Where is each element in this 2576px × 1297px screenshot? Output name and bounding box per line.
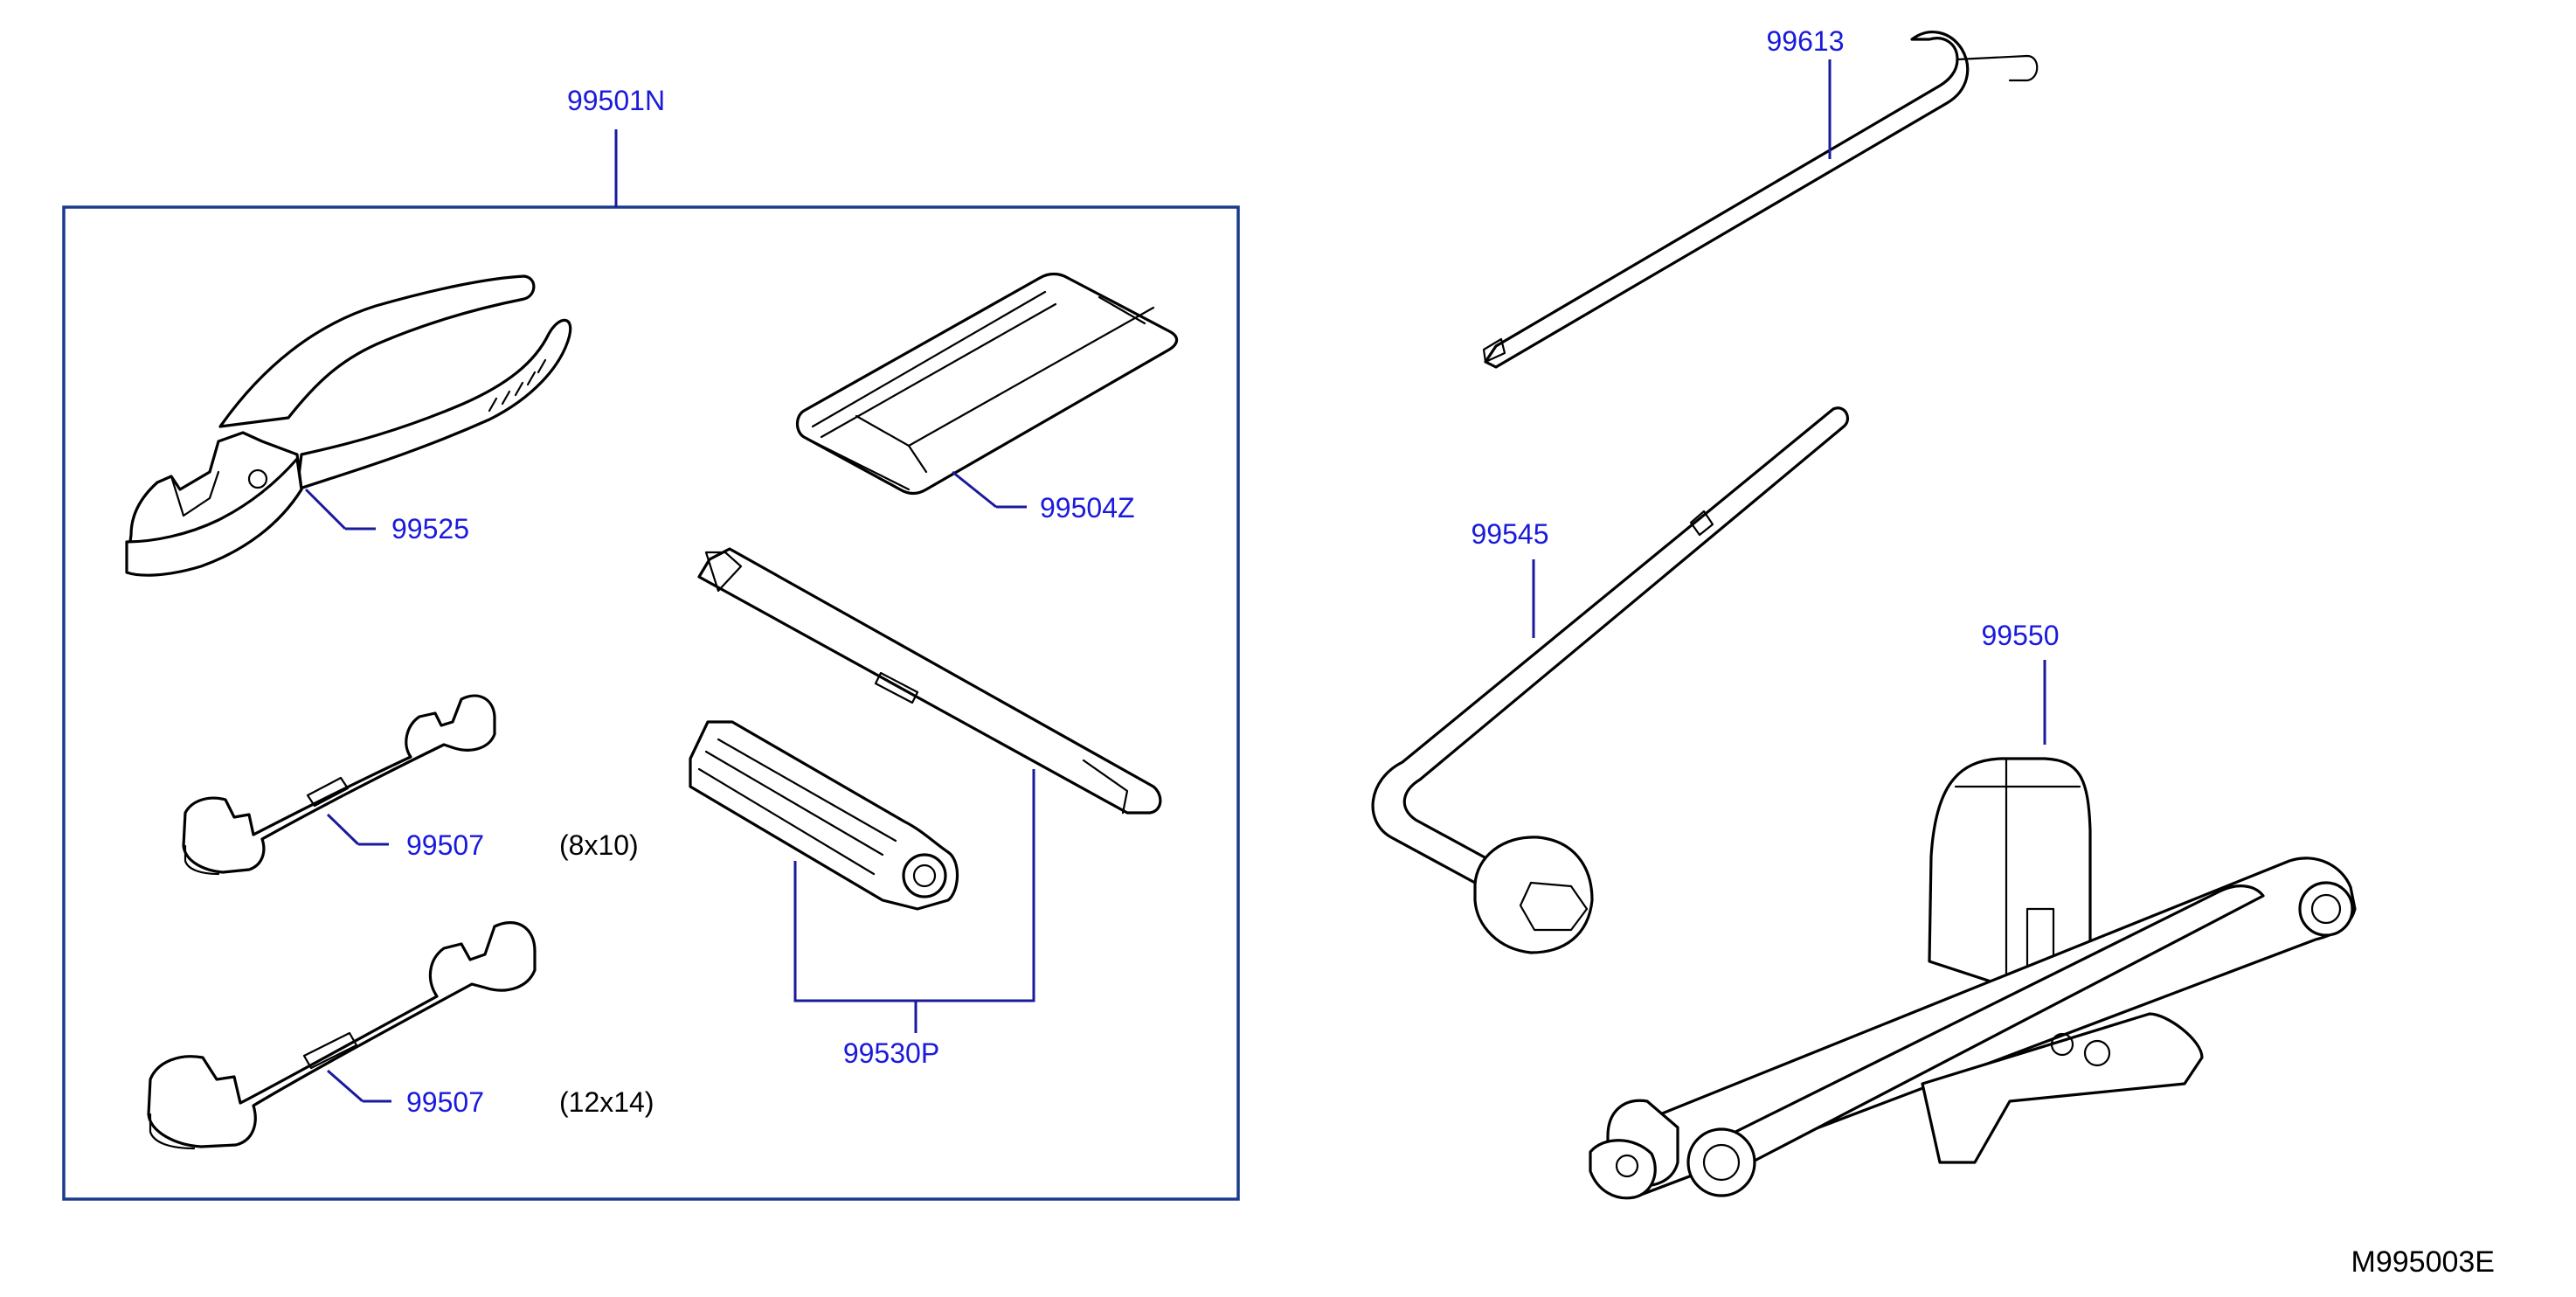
lug-wrench-label: 99545 — [1472, 518, 1549, 550]
tool-kit-label: 99501N — [567, 85, 665, 116]
wrench-large-drawing: 99507 (12x14) — [147, 921, 654, 1150]
hook-rod-label: 99613 — [1767, 25, 1845, 57]
jack-drawing: 99550 — [1589, 620, 2357, 1200]
pliers-drawing: 99525 — [125, 274, 572, 577]
wrench-large-label: 99507 — [406, 1086, 484, 1118]
lug-wrench-drawing: 99545 — [1371, 406, 1849, 954]
screwdriver-set-drawing: 99530P — [689, 547, 1162, 1069]
drawing-code: M995003E — [2351, 1245, 2495, 1279]
wrench-large-size: (12x14) — [559, 1086, 654, 1118]
wrench-small-label: 99507 — [406, 829, 484, 861]
pouch-leader — [952, 470, 997, 509]
wrench-small-drawing: 99507 (8x10) — [182, 694, 639, 876]
wrench-large-leader — [327, 1069, 364, 1103]
jack-label: 99550 — [1982, 620, 2060, 651]
pouch-drawing: 99504Z — [795, 272, 1179, 524]
tool-kit-group: 99501N — [62, 85, 1240, 1201]
tool-kit-frame — [62, 205, 1240, 1201]
wrench-small-size: (8x10) — [559, 829, 639, 861]
pliers-label: 99525 — [391, 513, 469, 544]
wrench-small-leader — [326, 813, 360, 846]
screwdriver-set-label: 99530P — [843, 1037, 939, 1069]
pouch-label: 99504Z — [1040, 492, 1135, 524]
hook-rod-drawing: 99613 — [1482, 25, 2039, 369]
pliers-leader — [304, 488, 347, 531]
